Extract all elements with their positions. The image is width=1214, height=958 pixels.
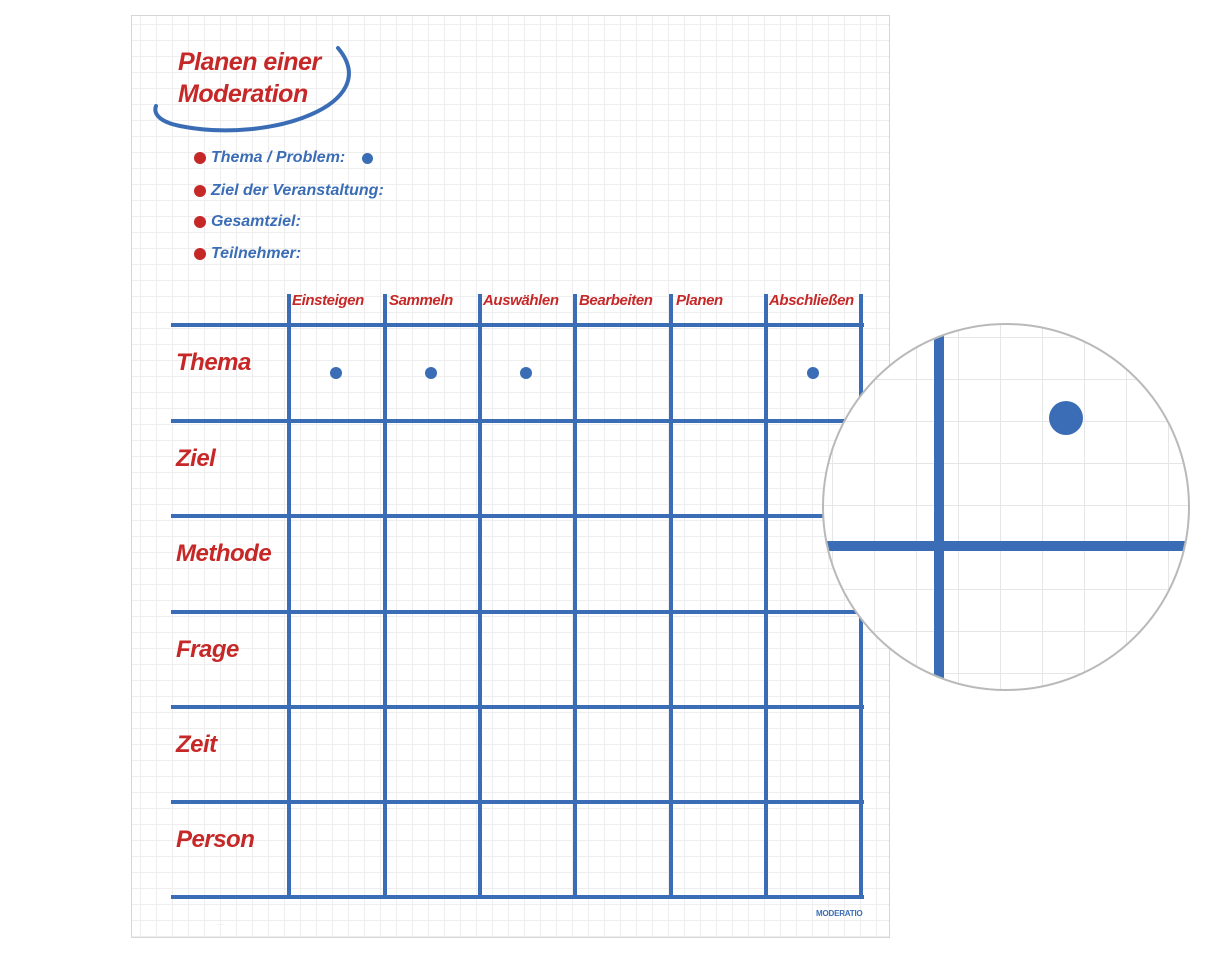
thema-sammeln-marker-dot-icon bbox=[425, 367, 437, 379]
table-grid-line bbox=[573, 294, 577, 899]
column-header-abschliessen: Abschließen bbox=[769, 292, 854, 309]
moderation-planning-poster: Planen einer Moderation Thema / Problem:… bbox=[131, 15, 890, 938]
zoom-detail-circle bbox=[822, 323, 1190, 691]
thema-abschliessen-marker-dot-icon bbox=[807, 367, 819, 379]
table-grid-line bbox=[287, 294, 291, 899]
column-header-sammeln: Sammeln bbox=[389, 292, 453, 309]
table-grid-line bbox=[171, 800, 864, 804]
red-bullet-icon bbox=[194, 216, 206, 228]
zoom-marker-dot-icon bbox=[1049, 401, 1083, 435]
column-header-auswaehlen: Auswählen bbox=[483, 292, 559, 309]
table-grid-line bbox=[171, 514, 864, 518]
column-header-einsteigen: Einsteigen bbox=[292, 292, 364, 309]
column-header-bearbeiten: Bearbeiten bbox=[579, 292, 653, 309]
row-label-thema: Thema bbox=[176, 349, 251, 376]
row-label-methode: Methode bbox=[176, 540, 272, 567]
title-line-1: Planen einer bbox=[178, 48, 321, 76]
table-grid-line bbox=[171, 419, 864, 423]
table-grid-line bbox=[669, 294, 673, 899]
red-bullet-icon bbox=[194, 185, 206, 197]
table-grid-line bbox=[764, 294, 768, 899]
red-bullet-icon bbox=[194, 152, 206, 164]
bullet-label: Ziel der Veranstaltung: bbox=[211, 182, 384, 199]
bullet-label: Thema / Problem: bbox=[211, 149, 346, 166]
blue-marker-dot-icon bbox=[362, 153, 373, 164]
column-header-planen: Planen bbox=[676, 292, 723, 309]
zoom-grid-line bbox=[934, 325, 944, 689]
bullet-label: Teilnehmer: bbox=[211, 245, 302, 262]
row-label-zeit: Zeit bbox=[176, 731, 217, 758]
table-grid-line bbox=[383, 294, 387, 899]
thema-auswaehlen-marker-dot-icon bbox=[520, 367, 532, 379]
row-label-person: Person bbox=[176, 826, 255, 853]
table-grid-line bbox=[478, 294, 482, 899]
red-bullet-icon bbox=[194, 248, 206, 260]
poster-title: Planen einer Moderation bbox=[178, 46, 321, 110]
row-label-ziel: Ziel bbox=[176, 445, 216, 472]
table-grid-line bbox=[171, 323, 864, 327]
moderatio-logo: MODERATIO bbox=[816, 909, 863, 918]
thema-einsteigen-marker-dot-icon bbox=[330, 367, 342, 379]
zoom-grid-line bbox=[824, 541, 1188, 551]
table-grid-line bbox=[171, 705, 864, 709]
title-swoosh-decoration bbox=[153, 46, 351, 133]
table-grid-line bbox=[171, 610, 864, 614]
row-label-frage: Frage bbox=[176, 636, 239, 663]
footer-fine-print: · · · bbox=[218, 922, 225, 927]
title-line-2: Moderation bbox=[178, 80, 308, 108]
bullet-label: Gesamtziel: bbox=[211, 213, 301, 230]
table-grid-line bbox=[171, 895, 864, 899]
